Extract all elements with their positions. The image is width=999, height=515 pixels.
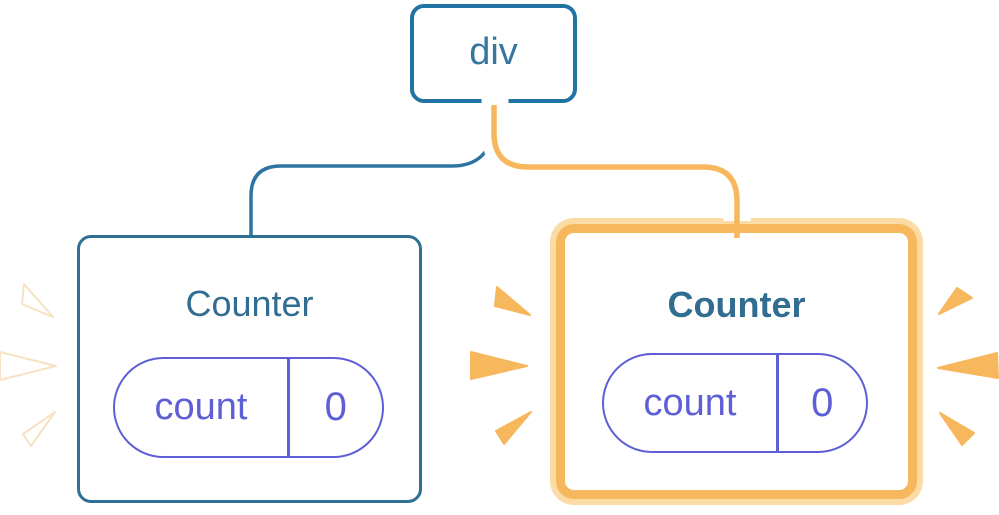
counter-card-left: Counter count 0: [77, 235, 422, 503]
state-key-label: count: [154, 386, 248, 428]
burst-icons-left-card: [0, 283, 57, 447]
counter-title: Counter: [667, 284, 806, 325]
connector-root-to-right-counter: [491, 105, 740, 238]
counter-title: Counter: [185, 283, 314, 324]
burst-icon: [937, 352, 999, 379]
pill-divider: [287, 359, 290, 456]
burst-icon: [21, 283, 54, 318]
burst-icons-right-card-left: [470, 286, 532, 445]
burst-icon: [0, 351, 57, 381]
burst-icon: [494, 286, 531, 316]
burst-icon: [470, 351, 528, 380]
pill-divider: [776, 355, 779, 451]
state-value: 0: [811, 380, 834, 425]
burst-icon: [495, 411, 532, 445]
counter-card-right-highlighted: Counter count 0: [556, 224, 917, 499]
root-div-node: div: [410, 4, 577, 103]
state-pill: count 0: [602, 353, 868, 453]
root-node-label: div: [469, 30, 518, 73]
burst-icon: [938, 287, 973, 315]
burst-icon: [22, 411, 56, 447]
burst-icons-right-card-right: [937, 287, 999, 446]
connector-root-to-right-counter-casing: [481, 95, 751, 221]
state-key-label: count: [643, 381, 737, 424]
state-value: 0: [324, 385, 347, 429]
connector-root-to-left-counter: [249, 105, 498, 236]
state-pill: count 0: [113, 357, 384, 458]
burst-icon: [939, 412, 975, 446]
